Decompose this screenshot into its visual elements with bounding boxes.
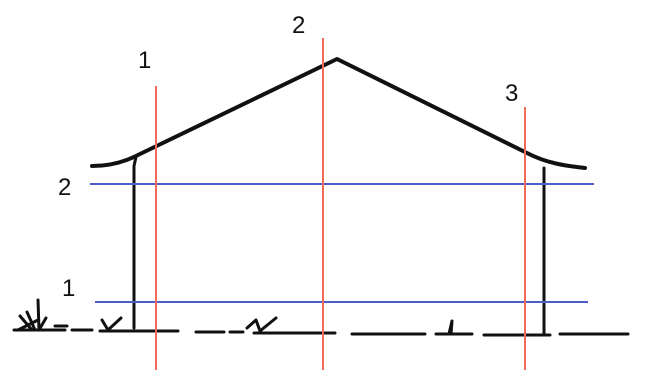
grass-left	[16, 298, 48, 332]
grass-left-small	[50, 316, 123, 332]
vertical-label-3: 3	[505, 80, 518, 107]
ground-line	[12, 328, 630, 337]
horizontal-label-2: 2	[58, 174, 71, 201]
vertical-label-1: 1	[138, 47, 151, 74]
horizontal-label-1: 1	[62, 275, 75, 302]
roof-line	[90, 57, 587, 170]
building-outline	[12, 57, 630, 337]
section-labels: 1 2 3 2 1	[58, 12, 518, 302]
vertical-label-2: 2	[292, 12, 305, 39]
grass-right	[447, 319, 454, 336]
vertical-section-lines	[155, 38, 526, 370]
grass-middle	[245, 316, 278, 333]
horizontal-section-lines	[90, 183, 594, 303]
left-wall	[132, 155, 138, 330]
